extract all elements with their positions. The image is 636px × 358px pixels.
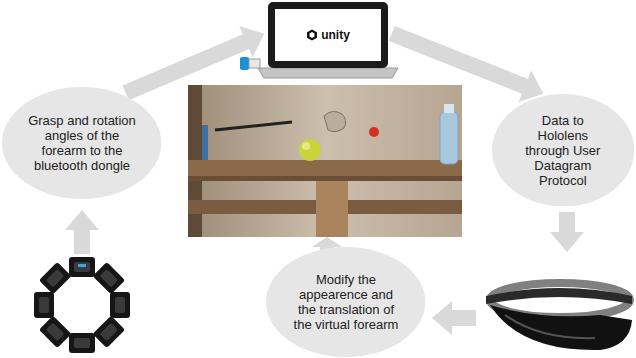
laptop-screen: unity xyxy=(268,2,388,68)
node-text: Data to Hololens through User Datagram P… xyxy=(515,113,611,188)
process-ellipse: Data to Hololens through User Datagram P… xyxy=(492,94,634,207)
ellipse-fill xyxy=(492,94,634,207)
unity-logo xyxy=(306,29,318,41)
bluetooth-dongle xyxy=(240,57,260,70)
ellipse-fill xyxy=(266,247,425,357)
node-text: Grasp and rotation angles of the forearm… xyxy=(28,113,136,173)
ellipse-fill xyxy=(2,87,161,199)
flow-arrow xyxy=(123,26,265,100)
process-ellipse: Modify the appearence and the translatio… xyxy=(266,247,425,357)
node-text: Modify the appearence and the translatio… xyxy=(292,272,400,332)
laptop-base xyxy=(258,68,398,78)
flow-arrow xyxy=(389,26,544,102)
logo-text: unity xyxy=(321,28,350,42)
armband xyxy=(34,257,130,353)
virtual-scene-photo xyxy=(188,85,462,237)
hololens-headset xyxy=(486,283,632,350)
process-ellipse: Grasp and rotation angles of the forearm… xyxy=(2,87,161,199)
